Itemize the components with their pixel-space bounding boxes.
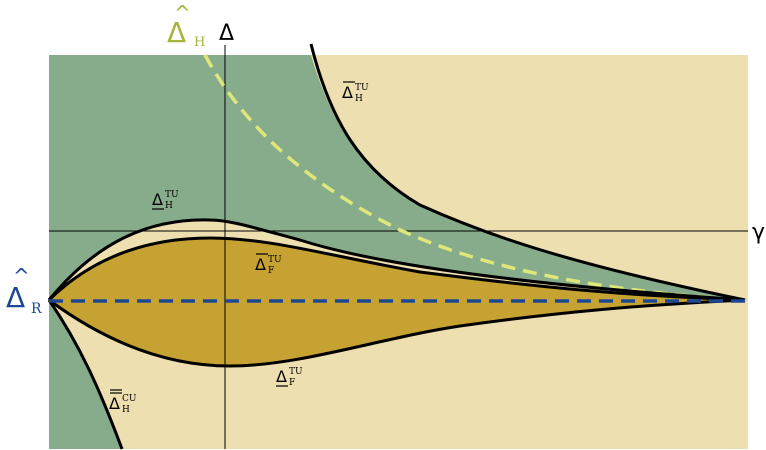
label-upper-F-TU-symbol: Δ xyxy=(255,255,266,274)
label-double-H-CU: Δ CU H xyxy=(109,389,137,415)
x-axis-symbol: γ xyxy=(752,220,765,245)
label-upper-H-TU-symbol: Δ xyxy=(342,83,353,102)
label-lower-F-TU: Δ TU F xyxy=(276,367,303,388)
label-double-H-CU-sub: H xyxy=(122,405,130,415)
double-H-CU-curve xyxy=(47,299,124,450)
region-green-lower xyxy=(49,300,122,449)
label-delta-R-hat: ^ Δ R xyxy=(6,264,42,317)
label-lower-F-TU-symbol: Δ xyxy=(276,367,287,386)
label-lower-F-TU-sub: F xyxy=(289,378,295,388)
label-lower-H-TU-sub: H xyxy=(165,201,173,211)
label-upper-H-TU-sub: H xyxy=(355,94,363,104)
y-axis-symbol: Δ xyxy=(219,21,234,46)
label-upper-F-TU-sup: TU xyxy=(268,255,282,265)
label-double-H-CU-sup: CU xyxy=(122,394,137,404)
label-delta-H-hat-sub: H xyxy=(194,35,205,50)
upper-F-TU-curve xyxy=(47,236,746,302)
label-upper-H-TU: Δ TU H xyxy=(342,81,369,104)
label-lower-H-TU: Δ TU H xyxy=(152,190,179,211)
label-lower-H-TU-symbol: Δ xyxy=(152,190,163,209)
label-delta-H-hat-symbol: Δ xyxy=(167,16,186,49)
label-lower-H-TU-sup: TU xyxy=(165,190,179,200)
label-delta-H-hat-accent: ^ xyxy=(174,1,191,25)
label-delta-H-hat: ^ Δ H xyxy=(167,1,205,50)
region-gold-middle xyxy=(49,238,745,366)
lower-F-TU-curve xyxy=(48,298,746,368)
label-upper-H-TU-sup: TU xyxy=(355,83,369,93)
region-green-upper xyxy=(49,55,745,300)
dashed-delta-H-curve xyxy=(203,54,746,302)
label-upper-F-TU: Δ TU F xyxy=(255,253,282,276)
label-delta-R-hat-sub: R xyxy=(31,301,42,317)
lower-H-TU-curve xyxy=(47,218,746,302)
label-delta-R-hat-symbol: Δ xyxy=(6,281,25,314)
label-double-H-CU-symbol: Δ xyxy=(109,394,120,413)
label-delta-R-hat-accent: ^ xyxy=(13,264,30,288)
label-upper-F-TU-sub: F xyxy=(268,266,274,276)
label-lower-F-TU-sup: TU xyxy=(289,367,303,377)
upper-H-TU-curve xyxy=(309,43,746,302)
